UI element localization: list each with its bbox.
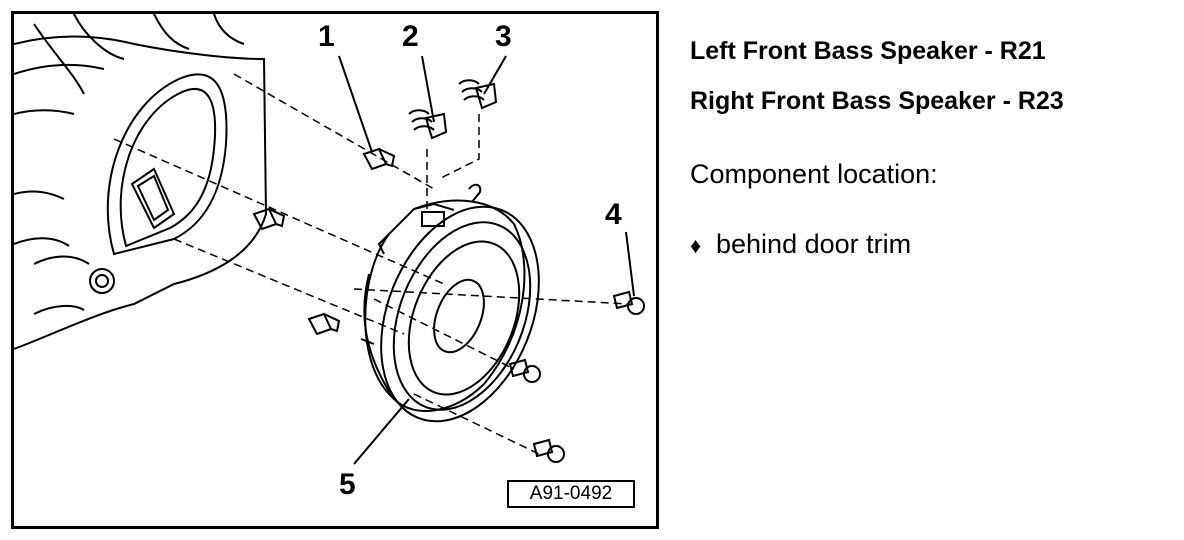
location-item-text: behind door trim bbox=[716, 229, 912, 259]
callout-2: 2 bbox=[402, 20, 419, 53]
component-location-item: ♦ behind door trim bbox=[690, 228, 911, 262]
screws bbox=[508, 290, 645, 463]
callout-leaders bbox=[338, 55, 635, 465]
door-panel bbox=[14, 14, 268, 350]
diamond-bullet-icon: ♦ bbox=[690, 233, 702, 258]
alignment-lines bbox=[113, 73, 630, 455]
heading-left-speaker: Left Front Bass Speaker - R21 bbox=[690, 37, 1046, 65]
component-location-label: Component location: bbox=[690, 159, 938, 189]
heading-right-speaker: Right Front Bass Speaker - R23 bbox=[690, 87, 1064, 115]
diagram-drawing bbox=[14, 14, 645, 465]
bass-speaker bbox=[360, 183, 540, 423]
callout-5: 5 bbox=[339, 468, 356, 501]
speaker-installation-diagram: 1 2 3 4 5 A91-0492 bbox=[11, 11, 659, 529]
reference-code: A91-0492 bbox=[507, 480, 635, 508]
callout-1: 1 bbox=[318, 20, 335, 53]
callout-3: 3 bbox=[495, 20, 512, 53]
door-clips bbox=[252, 147, 396, 336]
callout-4: 4 bbox=[605, 198, 622, 231]
wiring-connectors bbox=[408, 79, 498, 140]
